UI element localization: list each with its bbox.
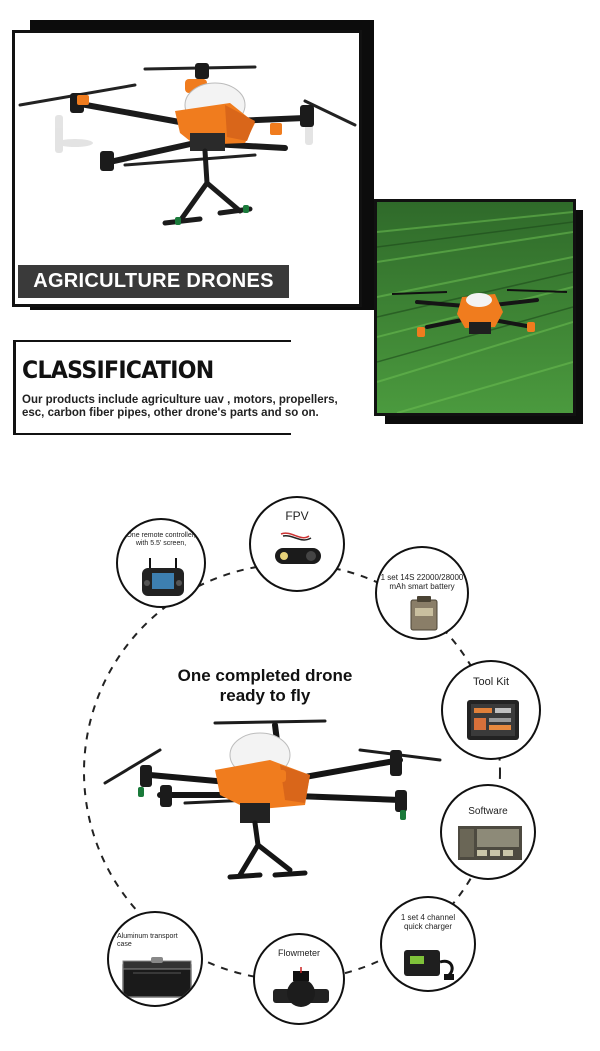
- software-screen-icon: [458, 826, 522, 860]
- classification-description-line-2: esc, carbon fiber pipes, other drone's p…: [22, 407, 319, 419]
- remote-controller-label-line-1: One remote controller,: [126, 532, 196, 539]
- remote-controller-icon: [142, 558, 184, 596]
- package-item-quick-charger: 1 set 4 channel quick charger: [380, 896, 476, 992]
- flowmeter-icon: [273, 967, 329, 1007]
- remote-controller-label-line-2: with 5.5' screen,: [135, 539, 187, 547]
- field-photo: [374, 199, 576, 416]
- package-center-title: One completed drone ready to fly: [150, 666, 380, 706]
- battery-icon: [410, 596, 438, 631]
- software-label: Software: [468, 806, 508, 817]
- smart-battery-label-line-2: mAh smart battery: [389, 581, 455, 591]
- transport-case-label-line-1: Aluminum transport: [117, 933, 178, 940]
- hero-card: [12, 30, 362, 307]
- drone-over-wheat-field-image: [377, 202, 573, 413]
- hero-title: AGRICULTURE DRONES: [18, 265, 289, 298]
- agriculture-drone-image: [18, 63, 357, 226]
- package-item-flowmeter: Flowmeter: [253, 933, 345, 1025]
- center-title-line-1: One completed drone: [177, 666, 353, 685]
- classification-description: Our products include agriculture uav , m…: [22, 394, 352, 420]
- center-title-line-2: ready to fly: [219, 686, 311, 705]
- tool-kit-icon: [467, 700, 519, 740]
- fpv-camera-icon: [275, 532, 321, 564]
- quick-charger-label-line-2: quick charger: [403, 921, 453, 931]
- classification-bottom-rule: [13, 433, 291, 435]
- quick-charger-label-line-1: 1 set 4 channel: [400, 913, 456, 922]
- package-item-smart-battery: 1 set 14S 22000/28000 mAh smart battery: [375, 546, 469, 640]
- smart-battery-label: 1 set 14S 22000/28000 mAh smart battery: [377, 573, 467, 592]
- package-item-tool-kit: Tool Kit: [441, 660, 541, 760]
- transport-case-label: Aluminum transport case: [117, 933, 187, 948]
- package-item-software: Software: [440, 784, 536, 880]
- charger-icon: [404, 950, 454, 980]
- complete-drone-image: [103, 719, 442, 880]
- classification-title: CLASSIFICATION: [22, 356, 214, 384]
- remote-controller-label: One remote controller, with 5.5' screen,: [118, 532, 204, 547]
- package-item-transport-case: Aluminum transport case: [107, 911, 203, 1007]
- smart-battery-label-line-1: 1 set 14S 22000/28000: [380, 573, 464, 582]
- quick-charger-label: 1 set 4 channel quick charger: [382, 913, 474, 932]
- classification-description-line-1: Our products include agriculture uav , m…: [22, 394, 338, 406]
- package-item-remote-controller: One remote controller, with 5.5' screen,: [116, 518, 206, 608]
- aluminum-case-icon: [122, 957, 192, 998]
- classification-top-rule: [13, 340, 291, 342]
- package-item-fpv: FPV: [249, 496, 345, 592]
- flowmeter-label: Flowmeter: [277, 948, 320, 958]
- fpv-label: FPV: [285, 509, 309, 523]
- tool-kit-label: Tool Kit: [472, 676, 510, 688]
- classification-frame: [13, 340, 291, 435]
- transport-case-label-line-2: case: [117, 940, 132, 948]
